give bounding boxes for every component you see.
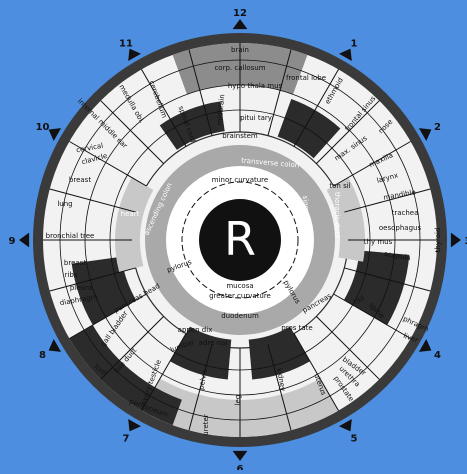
zone-label-lung: lung	[57, 200, 72, 208]
zone-label-tonsil: ton sil	[329, 182, 350, 190]
zone-label-thyroid: thyroid	[434, 228, 442, 253]
clock-marker-arrow	[339, 419, 352, 431]
zone-label-trachea: trachea	[392, 209, 419, 217]
clock-marker-arrow	[128, 419, 141, 431]
clock-label: 5	[351, 433, 358, 444]
clock-marker-arrow	[233, 451, 248, 461]
zone-label-thoracic-duct: thoracic duct	[333, 192, 341, 238]
center-letter: R	[224, 212, 256, 266]
zone-label-bronchial-tree: bronchial tree	[46, 232, 95, 240]
clock-label: 6	[237, 464, 244, 470]
zone-label-prostate-center: pros tate	[281, 324, 312, 332]
clock-marker-arrow	[419, 128, 431, 141]
zone-label-heart: heart	[121, 210, 140, 218]
zone-label-greater-curvature: greater curvature	[209, 292, 271, 300]
zone-label-oesophagus: oesophagus	[379, 224, 422, 232]
zone-label-minor-curvature: minor curvature	[212, 176, 268, 184]
clock-marker-arrow	[49, 128, 61, 141]
clock-marker-arrow	[451, 233, 461, 248]
zone-label-leg: leg	[234, 395, 242, 406]
zone-label-ureter: ureter	[202, 414, 210, 436]
clock-label: 7	[123, 433, 130, 444]
zone-label-corp-callosum: corp. callosum	[214, 64, 265, 72]
clock-marker-arrow	[19, 233, 29, 248]
clock-label: 8	[39, 350, 46, 361]
zone-label-appendix: appen dix	[178, 326, 213, 334]
clock-marker-arrow	[339, 49, 352, 61]
zone-label-breast-upper: breast	[69, 176, 91, 184]
zone-label-pleura: pleura	[70, 284, 92, 292]
zone-label-adrenal: adre nal	[199, 339, 228, 347]
clock-label: 4	[434, 350, 441, 361]
clock-marker-arrow	[128, 49, 141, 61]
zone-label-thymus: thy mus	[364, 238, 393, 246]
zone-label-mucosa: mucosa	[226, 282, 253, 290]
clock-marker-arrow	[419, 339, 431, 352]
clock-label: 11	[119, 39, 133, 50]
zone-label-brain: brain	[231, 46, 249, 54]
clock-marker-arrow	[49, 339, 61, 352]
zone-label-duodenum: duodenum	[221, 312, 259, 320]
zone-label-breast-lower: breast	[64, 259, 86, 267]
zone-label-frontal-lobe: frontal lobe	[286, 74, 326, 82]
zone-label-pituitary: pitui tary	[240, 114, 272, 122]
clock-marker-arrow	[233, 19, 248, 29]
zone-label-ribs: ribs	[65, 271, 78, 279]
clock-label: 9	[9, 236, 16, 247]
clock-label: 10	[36, 122, 50, 133]
clock-label: 1	[351, 39, 358, 50]
clock-label: 2	[434, 122, 441, 133]
clock-label: 12	[233, 8, 247, 19]
zone-label-brainstem: brainstem	[222, 132, 258, 140]
zone-label-hypothalamus: hypo thala mus	[228, 82, 283, 90]
